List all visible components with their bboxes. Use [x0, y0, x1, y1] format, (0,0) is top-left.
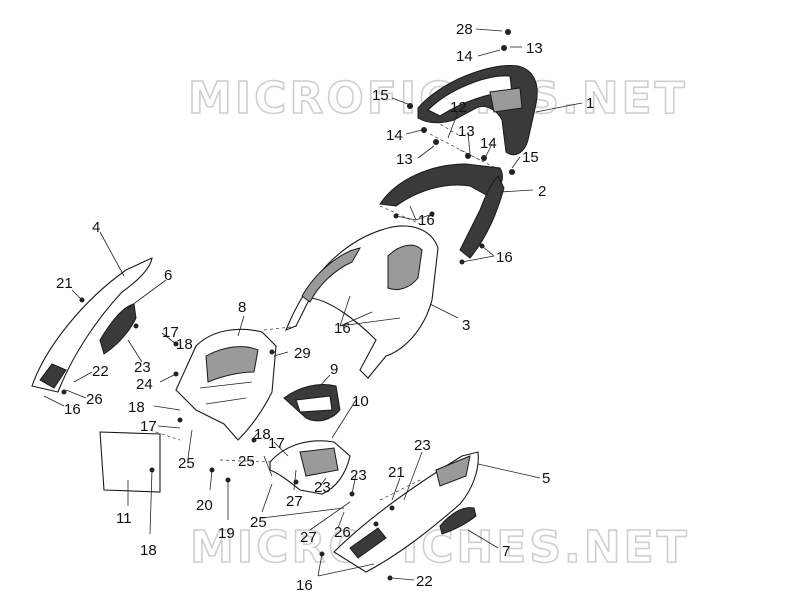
callout-9: 9 — [330, 361, 338, 378]
callout-16c: 16 — [334, 320, 351, 337]
part-vent-insert — [283, 384, 341, 422]
callout-23d: 23 — [314, 479, 331, 496]
callout-numbers: 28 13 14 15 12 1 14 13 13 14 15 2 16 16 … — [56, 21, 594, 594]
assembly-guides — [149, 111, 501, 501]
callout-10: 10 — [352, 393, 369, 410]
part-tail-cover — [285, 225, 439, 379]
callout-25: 25 — [178, 455, 195, 472]
part-lower-bracket — [269, 440, 351, 495]
watermark-bottom: MICROFICHES.NET — [190, 522, 690, 573]
callout-29: 29 — [294, 345, 311, 362]
leader-lines — [43, 28, 583, 581]
callout-7: 7 — [502, 543, 510, 560]
callout-19: 19 — [218, 525, 235, 542]
callout-22: 22 — [92, 363, 109, 380]
callout-16: 16 — [418, 212, 435, 229]
callout-17b: 17 — [140, 418, 157, 435]
callout-5: 5 — [542, 470, 550, 487]
callout-28: 28 — [456, 21, 473, 38]
callout-24: 24 — [136, 376, 153, 393]
callout-23: 23 — [134, 359, 151, 376]
callout-3: 3 — [462, 317, 470, 334]
callout-15b: 15 — [522, 149, 539, 166]
callout-1: 1 — [586, 95, 594, 112]
part-side-panel-right — [333, 451, 479, 573]
part-side-panel-left — [31, 257, 153, 393]
callout-18d: 18 — [140, 542, 157, 559]
callout-14b: 14 — [386, 127, 403, 144]
callout-14: 14 — [456, 48, 473, 65]
callout-13: 13 — [526, 40, 543, 57]
callout-6: 6 — [164, 267, 172, 284]
part-small-panel — [99, 303, 137, 355]
callout-13c: 13 — [396, 151, 413, 168]
callout-25b: 25 — [238, 453, 255, 470]
callout-26b: 26 — [334, 524, 351, 541]
callout-27: 27 — [286, 493, 303, 510]
callout-26: 26 — [86, 391, 103, 408]
callout-16e: 16 — [296, 577, 313, 594]
callout-17: 17 — [162, 324, 179, 341]
callout-18c: 18 — [254, 426, 271, 443]
callout-16d: 16 — [64, 401, 81, 418]
callout-27b: 27 — [300, 529, 317, 546]
callout-18b: 18 — [128, 399, 145, 416]
callout-4: 4 — [92, 219, 100, 236]
part-cowl-trim — [379, 163, 505, 259]
part-license-plate — [99, 431, 161, 493]
part-small-panel-right — [439, 507, 477, 535]
callout-23b: 23 — [414, 437, 431, 454]
hardware — [61, 29, 515, 581]
part-inner-tray — [175, 328, 277, 441]
callout-13b: 13 — [458, 123, 475, 140]
callout-21b: 21 — [388, 464, 405, 481]
callout-12: 12 — [450, 99, 467, 116]
callout-16b: 16 — [496, 249, 513, 266]
callout-22b: 22 — [416, 573, 433, 590]
callout-14c: 14 — [480, 135, 497, 152]
callout-17c: 17 — [268, 435, 285, 452]
callout-21: 21 — [56, 275, 73, 292]
callout-20: 20 — [196, 497, 213, 514]
callout-23c: 23 — [350, 467, 367, 484]
callout-15: 15 — [372, 87, 389, 104]
callout-25c: 25 — [250, 514, 267, 531]
callout-8: 8 — [238, 299, 246, 316]
callout-2: 2 — [538, 183, 546, 200]
callout-18: 18 — [176, 336, 193, 353]
part-grab-rail — [417, 64, 538, 156]
callout-11: 11 — [116, 510, 132, 527]
